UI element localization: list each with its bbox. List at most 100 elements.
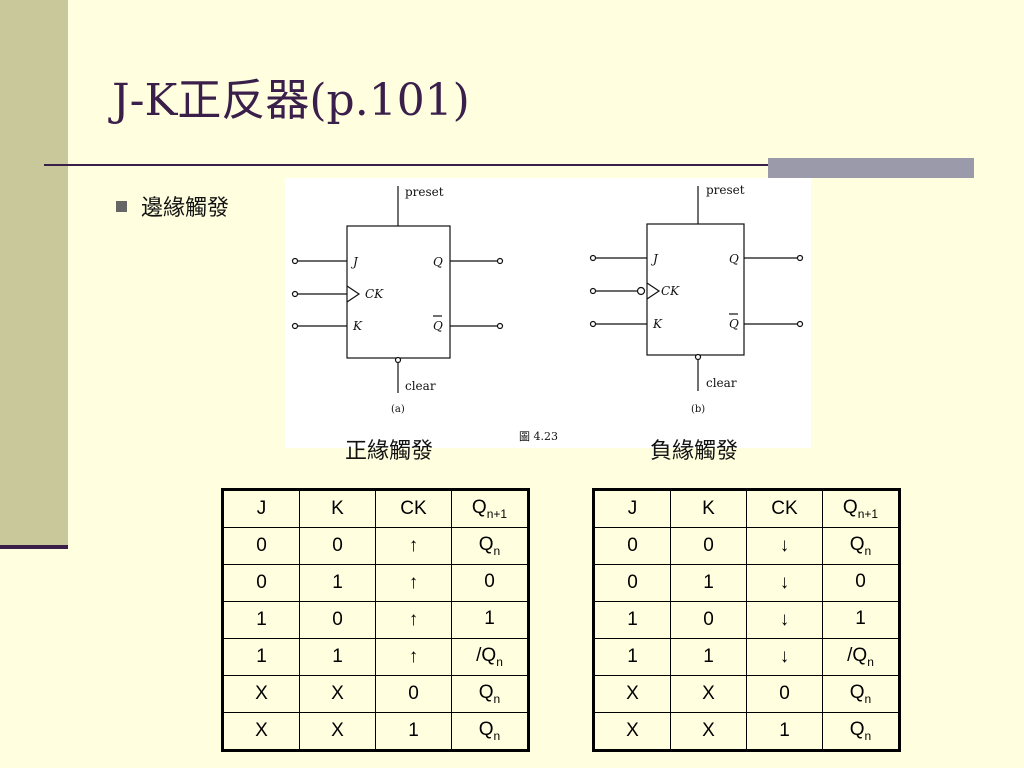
table-cell: ↑ — [375, 601, 452, 639]
table-cell: /Qn — [451, 638, 529, 676]
cell-sub: n — [496, 654, 503, 669]
table-cell: 1 — [670, 564, 747, 602]
flipflop-b — [589, 186, 804, 391]
jk-flipflop-figure: preset clear J CK K Q Q (a) — [285, 178, 811, 448]
truth-table-negative: J K CK Qn+1 0 0 ↓ Qn 0 1 ↓ 0 1 0 ↓ 1 1 1… — [592, 488, 901, 752]
flipflop-a-body — [346, 225, 451, 359]
header-cell: Qn+1 — [451, 489, 529, 528]
k-label-a: K — [352, 319, 363, 333]
flipflop-diagram: preset clear J CK K Q Q (a) — [291, 183, 804, 443]
flipflop-b-labels: preset clear J CK K Q Q (b) — [650, 183, 745, 415]
header-q: Q — [471, 497, 487, 519]
table-cell: X — [670, 712, 747, 751]
title-accent-bar — [768, 158, 974, 178]
table-cell: 1 — [822, 601, 900, 639]
cell-value: 1 — [855, 608, 866, 630]
table-cell: X — [299, 675, 376, 713]
table-row: X X 0 Qn — [593, 675, 900, 713]
table-cell: Qn — [451, 527, 529, 565]
table-row: 0 0 ↑ Qn — [222, 527, 529, 565]
preset-label-b: preset — [706, 183, 745, 197]
flipflop-a-labels: preset clear J CK K Q Q (a) — [350, 185, 444, 415]
header-q-sub: n+1 — [857, 506, 879, 521]
j-label-a: J — [350, 255, 359, 269]
k-label-b: K — [652, 317, 663, 331]
table-cell: 1 — [451, 601, 529, 639]
cell-sub: n — [864, 728, 872, 743]
table-cell: ↑ — [375, 564, 452, 602]
cell-value: 1 — [484, 608, 495, 630]
table-row: 1 1 ↑ /Qn — [222, 638, 529, 676]
q-label-a: Q — [433, 255, 443, 269]
table-cell: 0 — [670, 527, 747, 565]
table-cell: X — [222, 675, 300, 713]
cell-value: Q — [849, 682, 865, 704]
table-row: 0 1 ↑ 0 — [222, 564, 529, 602]
header-cell: J — [222, 489, 300, 528]
cell-sub: n — [493, 691, 501, 706]
cell-value: Q — [849, 534, 865, 556]
cell-value: 0 — [484, 571, 495, 593]
table-cell: ↑ — [375, 638, 452, 676]
table-cell: 1 — [593, 638, 671, 676]
qbar-label-a: Q — [433, 319, 443, 333]
table-cell: ↓ — [746, 601, 823, 639]
table-cell: 0 — [822, 564, 900, 602]
square-bullet-icon — [116, 200, 127, 212]
cell-value: 0 — [855, 571, 866, 593]
table-cell: 1 — [746, 712, 823, 751]
table-row: 1 0 ↑ 1 — [222, 601, 529, 639]
table-cell: Qn — [822, 712, 900, 751]
clear-label-a: clear — [405, 379, 436, 393]
cell-value: Q — [478, 719, 494, 741]
ck-label-b: CK — [661, 284, 680, 298]
table-cell: 1 — [222, 601, 300, 639]
q-label-b: Q — [729, 252, 739, 266]
table-cell: X — [299, 712, 376, 751]
header-cell: J — [593, 489, 671, 528]
table-row: 0 1 ↓ 0 — [593, 564, 900, 602]
table-cell: 0 — [746, 675, 823, 713]
bullet-text: 邊緣觸發 — [141, 196, 230, 221]
table-cell: 0 — [593, 527, 671, 565]
table-header-row: J K CK Qn+1 — [222, 489, 529, 528]
figure-number: 圖 4.23 — [519, 430, 558, 443]
cell-sub: n — [867, 654, 874, 669]
table-cell: 0 — [222, 527, 300, 565]
cell-sub: n — [864, 691, 872, 706]
table-cell: 1 — [222, 638, 300, 676]
table-cell: /Qn — [822, 638, 900, 676]
table-cell: 0 — [670, 601, 747, 639]
table-cell: Qn — [451, 712, 529, 751]
table-cell: Qn — [822, 675, 900, 713]
qbar-label-b: Q — [729, 317, 739, 331]
table-cell: 1 — [299, 638, 376, 676]
flipflop-b-body — [646, 223, 745, 356]
cell-sub: n — [493, 543, 501, 558]
header-q-sub: n+1 — [486, 506, 508, 521]
table-row: X X 1 Qn — [222, 712, 529, 751]
header-cell: CK — [375, 489, 452, 528]
table-cell: 0 — [451, 564, 529, 602]
ck-label-a: CK — [365, 287, 384, 301]
preset-label-a: preset — [405, 185, 444, 199]
fig-label-a: (a) — [391, 404, 405, 415]
table-row: 1 1 ↓ /Qn — [593, 638, 900, 676]
table-cell: 0 — [222, 564, 300, 602]
table-cell: 0 — [375, 675, 452, 713]
table-cell: 1 — [670, 638, 747, 676]
flipflop-a — [291, 186, 504, 393]
cell-value: /Q — [847, 645, 868, 667]
table-row: X X 0 Qn — [222, 675, 529, 713]
table-cell: 0 — [299, 527, 376, 565]
table-cell: X — [593, 712, 671, 751]
caption-negative-edge: 負緣觸發 — [650, 439, 739, 464]
header-cell: K — [670, 489, 747, 528]
table-cell: X — [593, 675, 671, 713]
caption-positive-edge: 正緣觸發 — [345, 439, 434, 464]
table-row: 1 0 ↓ 1 — [593, 601, 900, 639]
cell-value: /Q — [476, 645, 497, 667]
table-cell: 0 — [299, 601, 376, 639]
table-cell: ↓ — [746, 564, 823, 602]
table-cell: ↑ — [375, 527, 452, 565]
